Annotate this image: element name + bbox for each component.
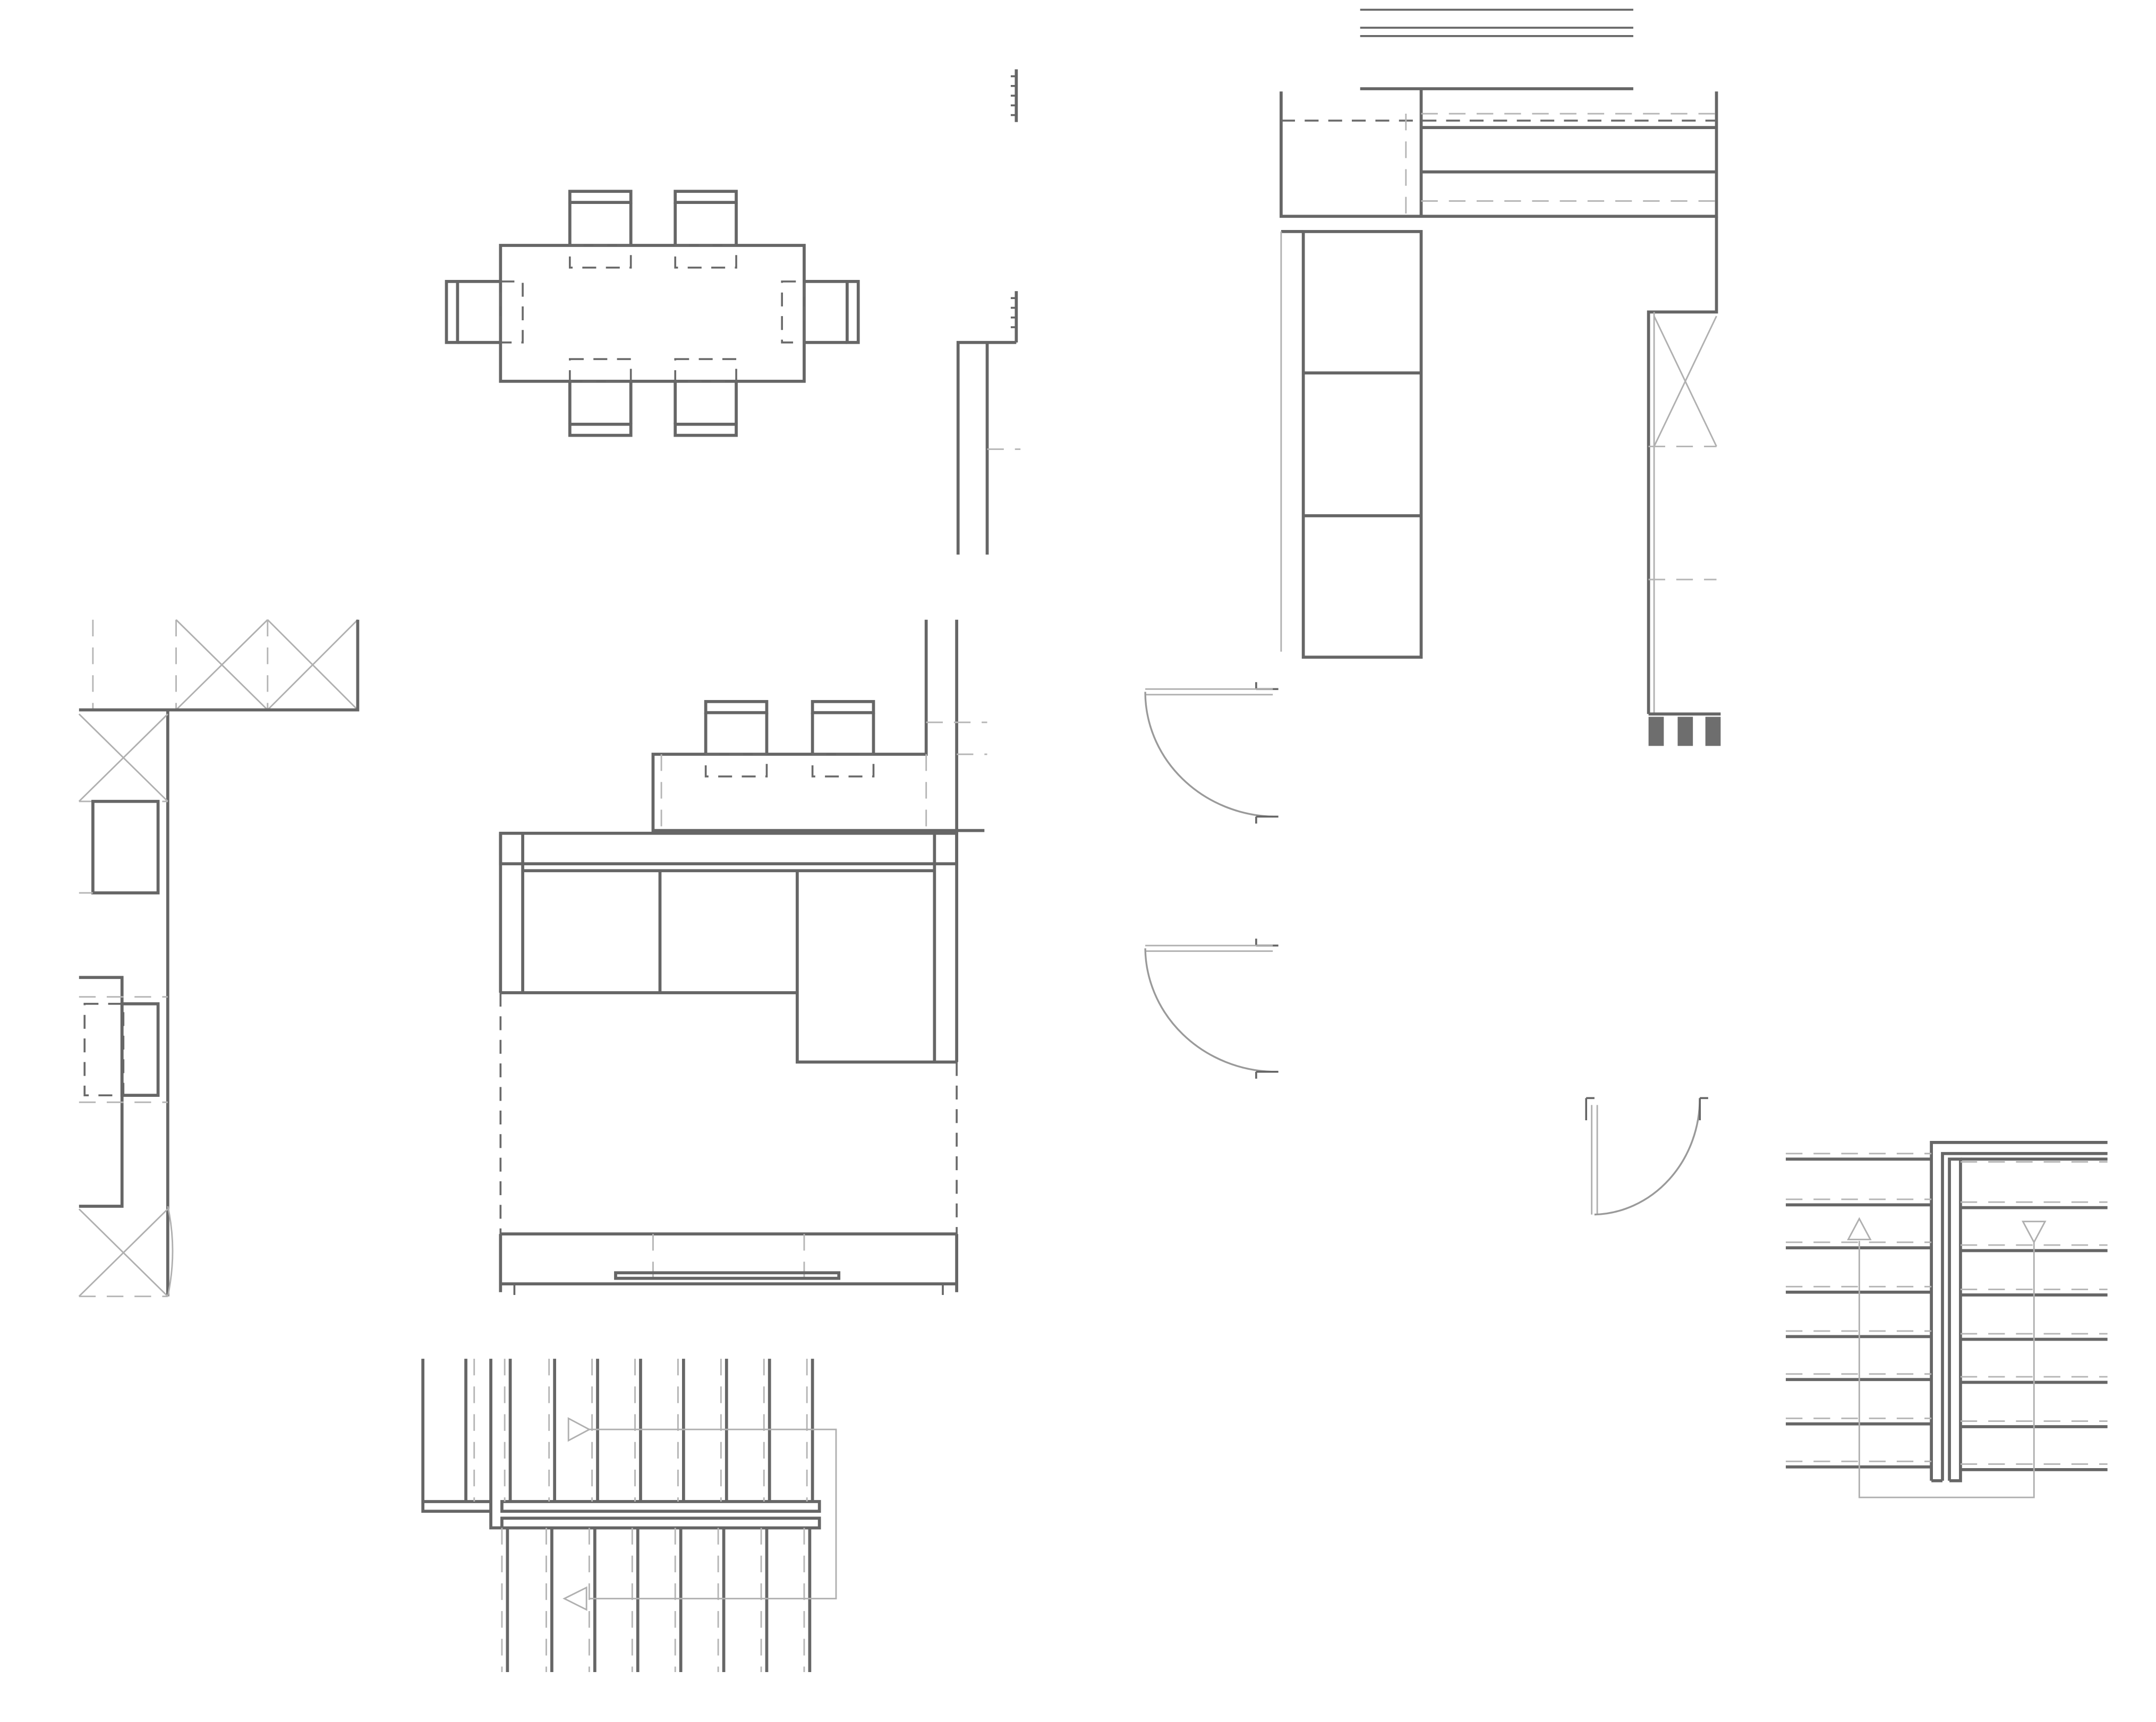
door [1144,939,1279,1079]
chair [674,190,738,269]
dining-table [499,244,806,383]
kitchen-counter [78,619,360,1298]
staircase [1786,1141,2108,1498]
dining-set [445,190,860,437]
kitchen-counter [1280,8,1721,746]
wardrobe [1280,230,1423,659]
chair [704,700,769,778]
radiator [1648,712,1721,746]
door [1144,682,1279,824]
staircase [421,1359,837,1673]
bar-counter [651,619,987,832]
rug [499,992,958,1234]
chair [568,190,633,269]
sofa [499,831,958,1064]
chair [811,700,875,778]
chair [674,358,738,437]
wall [956,69,1021,555]
tv-unit [499,1232,958,1295]
chair [568,358,633,437]
chair [445,280,524,344]
door [1585,1097,1708,1216]
chair [781,280,860,344]
